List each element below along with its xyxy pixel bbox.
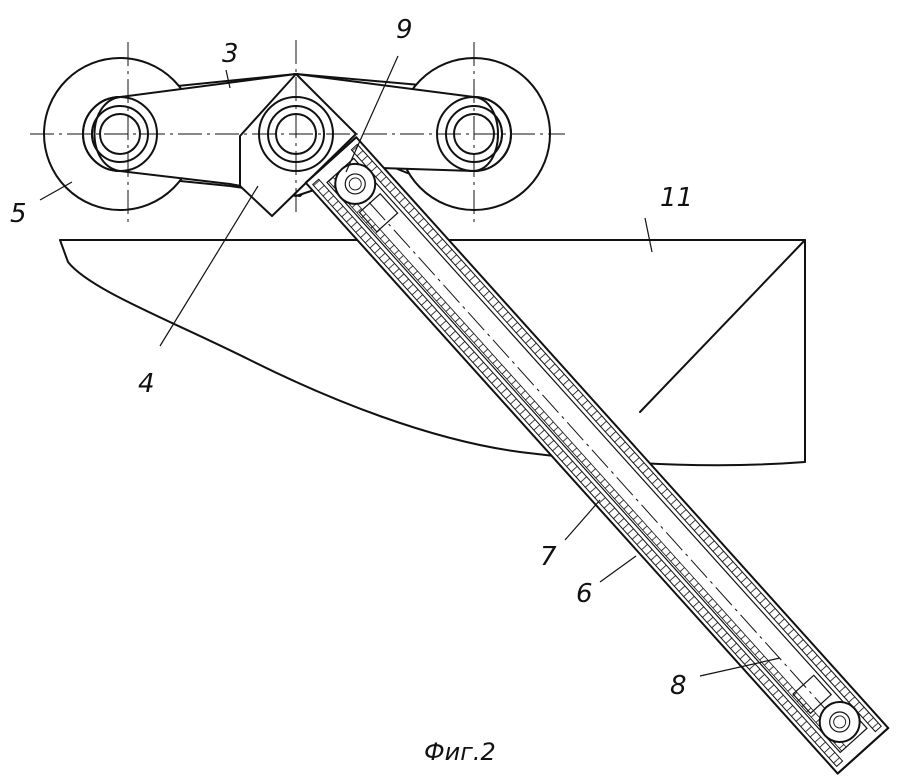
base-body xyxy=(59,239,806,467)
callout-9: 9 xyxy=(396,15,413,45)
callout-4: 4 xyxy=(138,369,155,399)
callout-7: 7 xyxy=(540,542,557,572)
callout-8: 8 xyxy=(670,671,687,701)
figure-caption: Фиг.2 xyxy=(424,738,496,766)
center-lines xyxy=(30,40,565,226)
telescopic-tube xyxy=(304,136,890,775)
leader-lines xyxy=(39,55,781,677)
callout-3: 3 xyxy=(222,39,239,69)
callout-11: 11 xyxy=(660,183,693,213)
callout-5: 5 xyxy=(10,199,27,229)
callout-6: 6 xyxy=(576,579,593,609)
